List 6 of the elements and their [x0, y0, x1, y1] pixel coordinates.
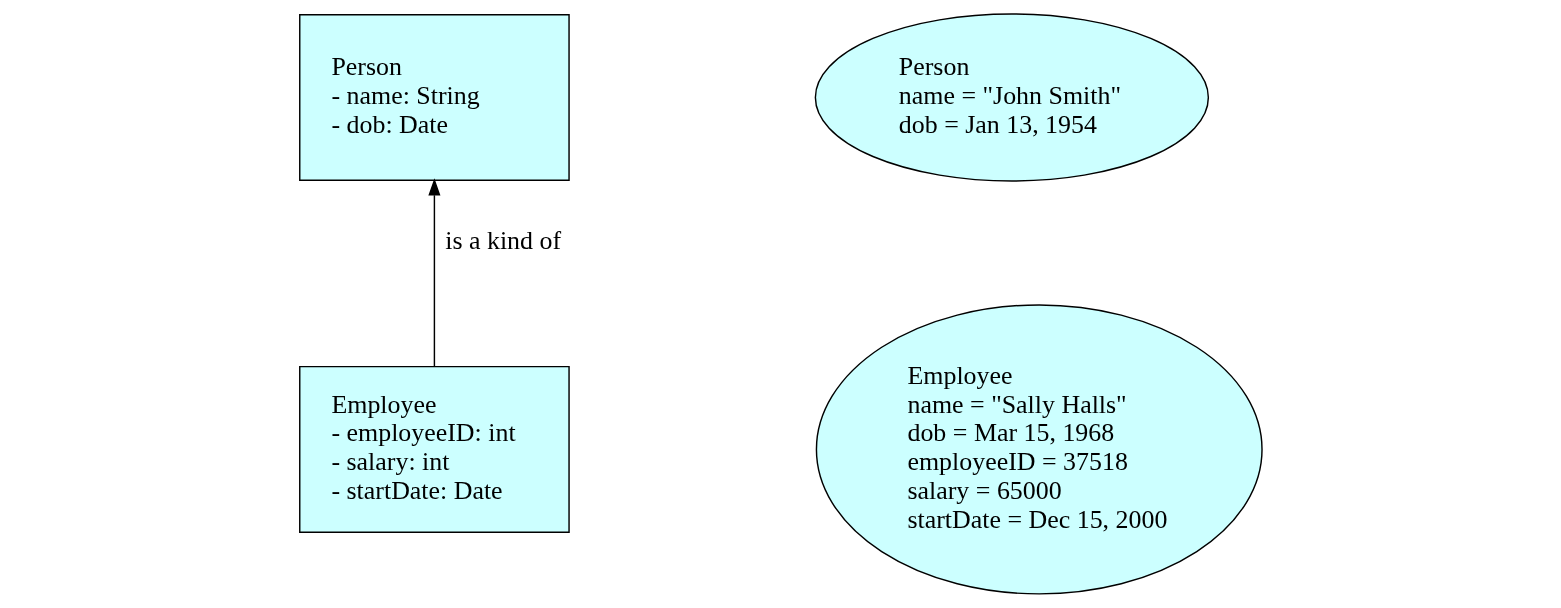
edge-label: is a kind of [444, 226, 561, 256]
node-box: Person - name: String - dob: Date [298, 13, 570, 181]
arrow [427, 178, 440, 368]
node-box: Employee - employeeID: int - salary: int - startDate: Date [298, 365, 570, 533]
node-ellipse: Person name = "John Smith" dob = Jan 13, 1954 [814, 13, 1209, 182]
node-ellipse: Employee name = "Sally Halls" dob = Mar 15, 1968 employeeID = 37518 salary = 65000 startDate = Dec 15, 2000 [815, 304, 1263, 595]
